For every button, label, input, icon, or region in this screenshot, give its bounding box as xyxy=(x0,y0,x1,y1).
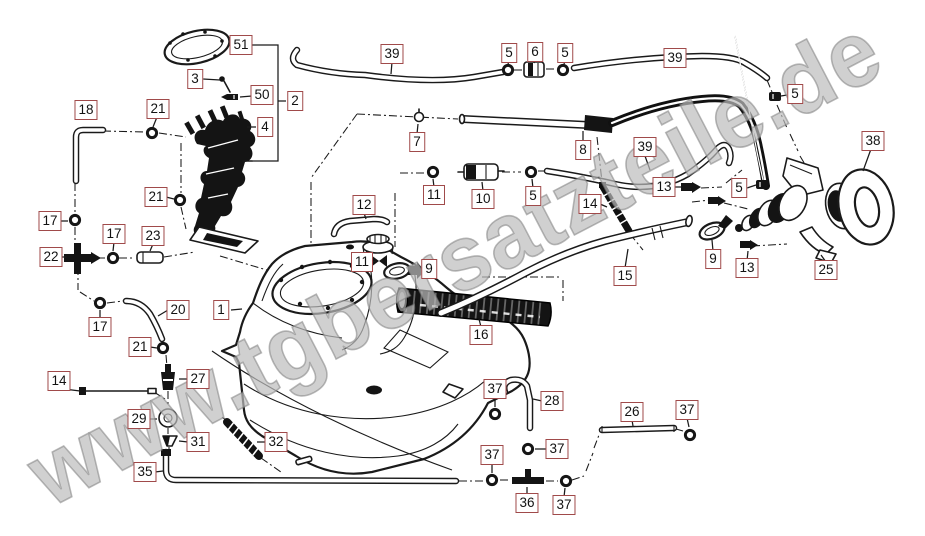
part-callout-27-40: 27 xyxy=(186,369,210,389)
tube-26 xyxy=(598,424,678,434)
part-callout-37-46: 37 xyxy=(483,379,507,399)
part-callout-51-0: 51 xyxy=(229,35,253,55)
part-callout-26-48: 26 xyxy=(620,402,644,422)
top-hoses xyxy=(289,35,781,267)
part-callout-37-49: 37 xyxy=(675,400,699,420)
part-callout-31-42: 31 xyxy=(186,432,210,452)
fuel-filter-10 xyxy=(457,163,505,181)
part-callout-11-29: 11 xyxy=(350,252,374,272)
valve-27 xyxy=(161,364,175,390)
part-callout-35-44: 35 xyxy=(133,462,157,482)
part-callout-39-7: 39 xyxy=(380,44,404,64)
pipe-18 xyxy=(72,126,107,185)
intake-duct-group xyxy=(383,214,693,327)
small-pin xyxy=(295,455,313,466)
part-callout-8-14: 8 xyxy=(575,140,591,160)
part-callout-50-2: 50 xyxy=(250,85,274,105)
mounting-ring-38 xyxy=(837,168,895,246)
part-callout-10-20: 10 xyxy=(471,189,495,209)
part-callout-5-12: 5 xyxy=(787,84,803,104)
arrow-icon xyxy=(408,262,425,279)
corrugated-hose-16 xyxy=(395,287,552,327)
part-callout-7-13: 7 xyxy=(409,132,425,152)
clamp-7 xyxy=(413,108,425,123)
part-callout-9-32: 9 xyxy=(705,249,721,269)
bolt-14-left xyxy=(79,387,157,395)
part-callout-9-30: 9 xyxy=(421,259,437,279)
left-plumbing xyxy=(64,126,460,485)
bolt-5-mid xyxy=(708,196,726,206)
part-callout-25-34: 25 xyxy=(814,260,838,280)
screw-3 xyxy=(219,76,225,82)
part-callout-16-45: 16 xyxy=(469,325,493,345)
part-callout-15-31: 15 xyxy=(613,266,637,286)
part-callout-14-22: 14 xyxy=(578,194,602,214)
part-callout-22-28: 22 xyxy=(39,247,63,267)
elbow-23 xyxy=(136,251,164,264)
pipe-8 xyxy=(458,113,613,133)
part-callout-23-27: 23 xyxy=(141,226,165,246)
fuel-pump-module xyxy=(163,28,259,254)
bolt-13-left xyxy=(681,182,701,193)
part-callout-39-11: 39 xyxy=(663,48,687,68)
pipe-12 xyxy=(330,215,391,238)
part-callout-17-37: 17 xyxy=(88,317,112,337)
long-rod xyxy=(211,350,453,471)
part-callout-5-8: 5 xyxy=(501,43,517,63)
clamp-5-upper-right xyxy=(769,92,781,101)
part-callout-1-36: 1 xyxy=(213,300,229,320)
part-callout-5-21: 5 xyxy=(525,186,541,206)
filler-neck xyxy=(362,233,394,255)
part-callout-21-24: 21 xyxy=(144,187,168,207)
bottom-plumbing xyxy=(485,376,697,488)
spring-14-right xyxy=(599,182,633,235)
arrow-icon xyxy=(718,215,733,229)
bolt-13-right xyxy=(740,240,758,250)
cone-31 xyxy=(162,435,178,447)
tee-fitting-22 xyxy=(64,243,101,274)
part-callout-13-33: 13 xyxy=(735,258,759,278)
spring-32 xyxy=(223,418,263,460)
part-callout-36-52: 36 xyxy=(515,493,539,513)
part-callout-14-39: 14 xyxy=(47,371,71,391)
screw-50 xyxy=(221,94,238,100)
part-callout-21-38: 21 xyxy=(128,337,152,357)
part-callout-37-53: 37 xyxy=(552,495,576,515)
part-callout-4-4: 4 xyxy=(257,117,273,137)
petcock-assembly-25 xyxy=(698,157,895,264)
hose-35 xyxy=(161,448,460,485)
part-callout-20-35: 20 xyxy=(166,300,190,320)
part-callout-17-26: 17 xyxy=(102,224,126,244)
part-callout-21-6: 21 xyxy=(146,99,170,119)
washer-29 xyxy=(158,408,178,428)
part-callout-18-5: 18 xyxy=(74,100,98,120)
tank-ring-gasket xyxy=(163,28,231,66)
part-callout-17-25: 17 xyxy=(38,211,62,231)
part-callout-28-47: 28 xyxy=(540,391,564,411)
part-callout-13-17: 13 xyxy=(652,177,676,197)
pipe-15 xyxy=(437,214,693,317)
part-callout-32-43: 32 xyxy=(264,432,288,452)
part-callout-5-18: 5 xyxy=(731,178,747,198)
part-callout-2-3: 2 xyxy=(287,91,303,111)
part-callout-3-1: 3 xyxy=(187,69,203,89)
part-callout-12-23: 12 xyxy=(352,195,376,215)
tee-fitting-36 xyxy=(512,469,544,484)
part-callout-11-19: 11 xyxy=(422,185,446,205)
clamp-5-pump xyxy=(756,180,768,189)
part-callout-39-15: 39 xyxy=(633,137,657,157)
part-callout-37-50: 37 xyxy=(545,439,569,459)
part-callout-29-41: 29 xyxy=(127,409,151,429)
part-callout-37-51: 37 xyxy=(480,445,504,465)
part-callout-5-10: 5 xyxy=(557,43,573,63)
part-callout-38-16: 38 xyxy=(861,131,885,151)
part-callout-6-9: 6 xyxy=(527,42,543,62)
leader-lines xyxy=(60,44,872,498)
inline-valve-6 xyxy=(523,61,545,78)
